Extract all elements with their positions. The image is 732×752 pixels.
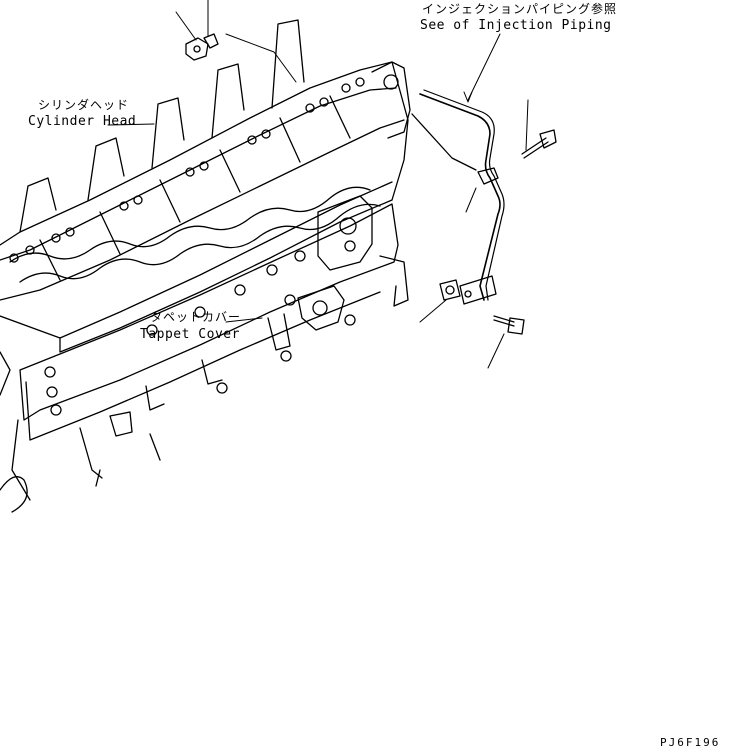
injection-piping-label: See of Injection Piping — [420, 18, 612, 33]
tappet-cover-block — [0, 196, 408, 512]
tappet-cover-label: Tappet Cover — [140, 327, 240, 342]
cylinder-head-label-jp: シリンダヘッド — [38, 98, 130, 112]
injection-pipe — [412, 90, 504, 304]
injection-piping-label-jp: インジェクションパイピング参照 — [422, 2, 618, 16]
leader-lines — [108, 0, 528, 368]
cylinder-head-label: Cylinder Head — [28, 114, 137, 129]
tappet-cover-label-jp: タペットカバー — [150, 310, 242, 324]
drawing-code: PJ6F196 — [660, 736, 721, 749]
cylinder-head — [0, 20, 410, 352]
fasteners — [186, 34, 556, 334]
